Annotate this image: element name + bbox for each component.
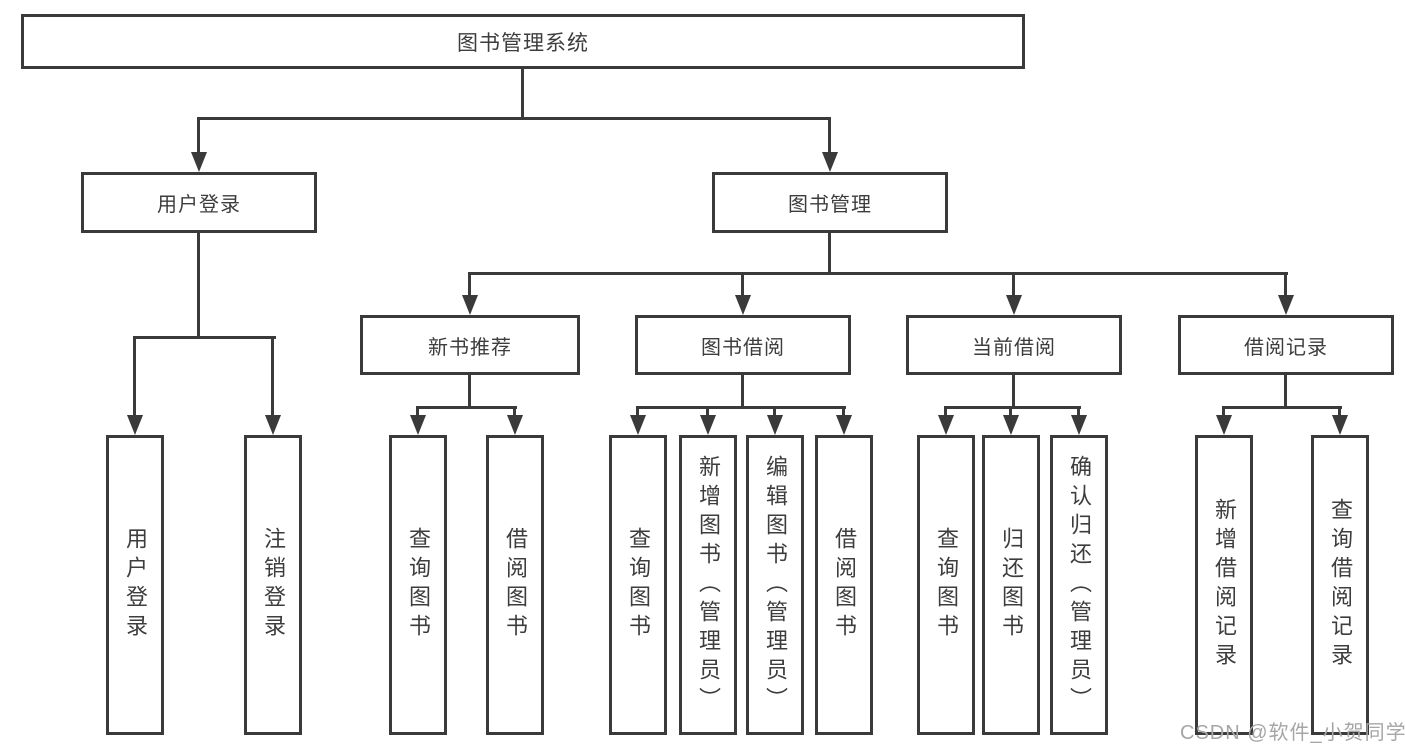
leaf-label: 查询图书 xyxy=(406,527,431,643)
leaf-logout: 注销登录 xyxy=(244,435,302,735)
connector-line xyxy=(521,69,524,120)
leaf-label: 编辑图书（管理员） xyxy=(763,454,788,716)
leaf-edit-books-admin: 编辑图书（管理员） xyxy=(746,435,804,735)
arrowhead-down-icon xyxy=(1003,415,1019,435)
leaf-borrow-books-recommend: 借阅图书 xyxy=(486,435,544,735)
connector-line xyxy=(636,406,846,409)
arrowhead-down-icon xyxy=(1278,295,1294,315)
connector-line xyxy=(1222,406,1342,409)
arrowhead-down-icon xyxy=(265,415,281,435)
arrowhead-down-icon xyxy=(127,415,143,435)
connector-line xyxy=(416,406,419,420)
arrowhead-down-icon xyxy=(767,415,783,435)
arrowhead-down-icon xyxy=(630,415,646,435)
connector-line xyxy=(271,336,274,418)
connector-line xyxy=(197,117,200,156)
csdn-watermark: CSDN @软件_小贺同学 xyxy=(1180,722,1405,744)
connector-line xyxy=(706,406,709,420)
leaf-query-borrow-record: 查询借阅记录 xyxy=(1311,435,1369,735)
leaf-label: 借阅图书 xyxy=(832,527,857,643)
arrowhead-down-icon xyxy=(507,415,523,435)
connector-line xyxy=(1009,406,1012,420)
connector-line xyxy=(944,406,1081,409)
connector-line xyxy=(1077,406,1080,420)
leaf-confirm-return-admin: 确认归还（管理员） xyxy=(1050,435,1108,735)
arrowhead-down-icon xyxy=(822,152,838,172)
arrowhead-down-icon xyxy=(1332,415,1348,435)
leaf-label: 归还图书 xyxy=(999,527,1024,643)
connector-line xyxy=(416,406,517,409)
leaf-user-login: 用户登录 xyxy=(106,435,164,735)
connector-line xyxy=(197,233,200,339)
connector-line xyxy=(828,233,831,275)
connector-line xyxy=(1284,272,1287,300)
leaf-label: 查询借阅记录 xyxy=(1328,498,1353,672)
node-label: 用户登录 xyxy=(157,194,241,216)
arrowhead-down-icon xyxy=(1216,415,1232,435)
leaf-label: 注销登录 xyxy=(261,527,286,643)
leaf-label: 用户登录 xyxy=(123,527,148,643)
connector-line xyxy=(741,375,744,409)
leaf-add-books-admin: 新增图书（管理员） xyxy=(679,435,737,735)
connector-line xyxy=(636,406,639,420)
node-label: 当前借阅 xyxy=(972,336,1056,359)
connector-line xyxy=(944,406,947,420)
connector-line xyxy=(741,272,744,300)
node-borrowing-records: 借阅记录 xyxy=(1178,315,1394,375)
node-label: 新书推荐 xyxy=(428,336,512,359)
node-label: 借阅记录 xyxy=(1244,336,1328,359)
leaf-add-borrow-record: 新增借阅记录 xyxy=(1195,435,1253,735)
arrowhead-down-icon xyxy=(938,415,954,435)
arrowhead-down-icon xyxy=(191,152,207,172)
leaf-label: 新增图书（管理员） xyxy=(696,454,721,716)
node-book-borrowing: 图书借阅 xyxy=(635,315,851,375)
connector-line xyxy=(468,272,471,300)
node-book-management: 图书管理 xyxy=(712,172,948,233)
node-label: 图书借阅 xyxy=(701,336,785,359)
connector-line xyxy=(1284,375,1287,409)
leaf-query-books-recommend: 查询图书 xyxy=(389,435,447,735)
leaf-query-books-current: 查询图书 xyxy=(917,435,975,735)
connector-line xyxy=(468,272,1288,275)
arrowhead-down-icon xyxy=(700,415,716,435)
leaf-label: 借阅图书 xyxy=(503,527,528,643)
connector-line xyxy=(842,406,845,420)
connector-line xyxy=(133,336,276,339)
node-current-borrowing: 当前借阅 xyxy=(906,315,1122,375)
connector-line xyxy=(468,375,471,409)
connector-line xyxy=(1012,375,1015,409)
connector-line xyxy=(513,406,516,420)
node-label: 图书管理 xyxy=(788,194,872,216)
arrowhead-down-icon xyxy=(1006,295,1022,315)
connector-line xyxy=(197,117,831,120)
leaf-return-books: 归还图书 xyxy=(982,435,1040,735)
connector-line xyxy=(1012,272,1015,300)
leaf-borrow-books: 借阅图书 xyxy=(815,435,873,735)
connector-line xyxy=(1222,406,1225,420)
arrowhead-down-icon xyxy=(836,415,852,435)
connector-line xyxy=(133,336,136,418)
leaf-label: 查询图书 xyxy=(626,527,651,643)
arrowhead-down-icon xyxy=(410,415,426,435)
node-new-book-recommendation: 新书推荐 xyxy=(360,315,580,375)
connector-line xyxy=(1338,406,1341,420)
leaf-label: 确认归还（管理员） xyxy=(1067,454,1092,716)
leaf-query-books-borrowing: 查询图书 xyxy=(609,435,667,735)
arrowhead-down-icon xyxy=(735,295,751,315)
connector-line xyxy=(773,406,776,420)
node-label: 图书管理系统 xyxy=(457,31,589,55)
arrowhead-down-icon xyxy=(462,295,478,315)
connector-line xyxy=(828,117,831,156)
leaf-label: 新增借阅记录 xyxy=(1212,498,1237,672)
leaf-label: 查询图书 xyxy=(934,527,959,643)
node-library-management-system: 图书管理系统 xyxy=(21,14,1025,69)
node-user-login: 用户登录 xyxy=(81,172,317,233)
arrowhead-down-icon xyxy=(1071,415,1087,435)
